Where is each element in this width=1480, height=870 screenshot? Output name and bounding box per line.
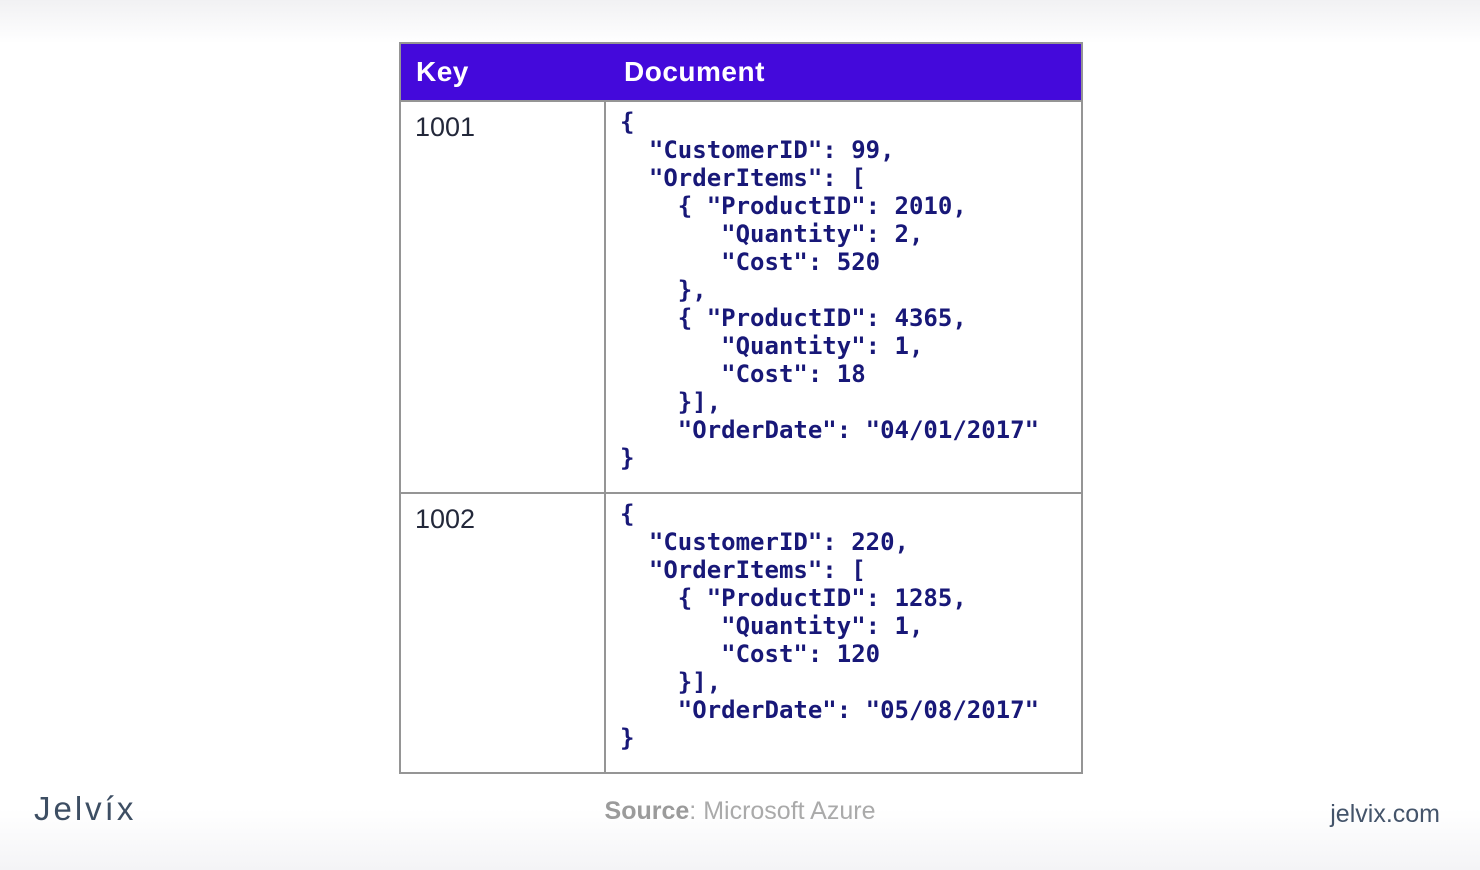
key-cell: 1002 — [401, 494, 606, 772]
table-body: 1001 { "CustomerID": 99, "OrderItems": [… — [401, 100, 1081, 772]
document-cell: { "CustomerID": 99, "OrderItems": [ { "P… — [606, 102, 1081, 492]
source-value: : Microsoft Azure — [689, 797, 876, 825]
column-header-document: Document — [624, 56, 765, 87]
table-row: 1001 { "CustomerID": 99, "OrderItems": [… — [401, 100, 1081, 492]
column-header-key: Key — [416, 56, 469, 87]
source-caption: Source: Microsoft Azure — [605, 797, 876, 826]
key-document-table: Key Document 1001 { "CustomerID": 99, "O… — [399, 42, 1083, 774]
source-label: Source — [604, 797, 690, 825]
document-json: { "CustomerID": 99, "OrderItems": [ { "P… — [620, 108, 1040, 472]
document-json: { "CustomerID": 220, "OrderItems": [ { "… — [620, 500, 1040, 752]
table-header-row: Key Document — [401, 44, 1081, 100]
jelvix-logo: Jelvíx — [34, 790, 137, 827]
table-row: 1002 { "CustomerID": 220, "OrderItems": … — [401, 492, 1081, 772]
website-link[interactable]: jelvix.com — [1330, 800, 1440, 828]
key-cell: 1001 — [401, 102, 606, 492]
document-cell: { "CustomerID": 220, "OrderItems": [ { "… — [606, 494, 1081, 772]
